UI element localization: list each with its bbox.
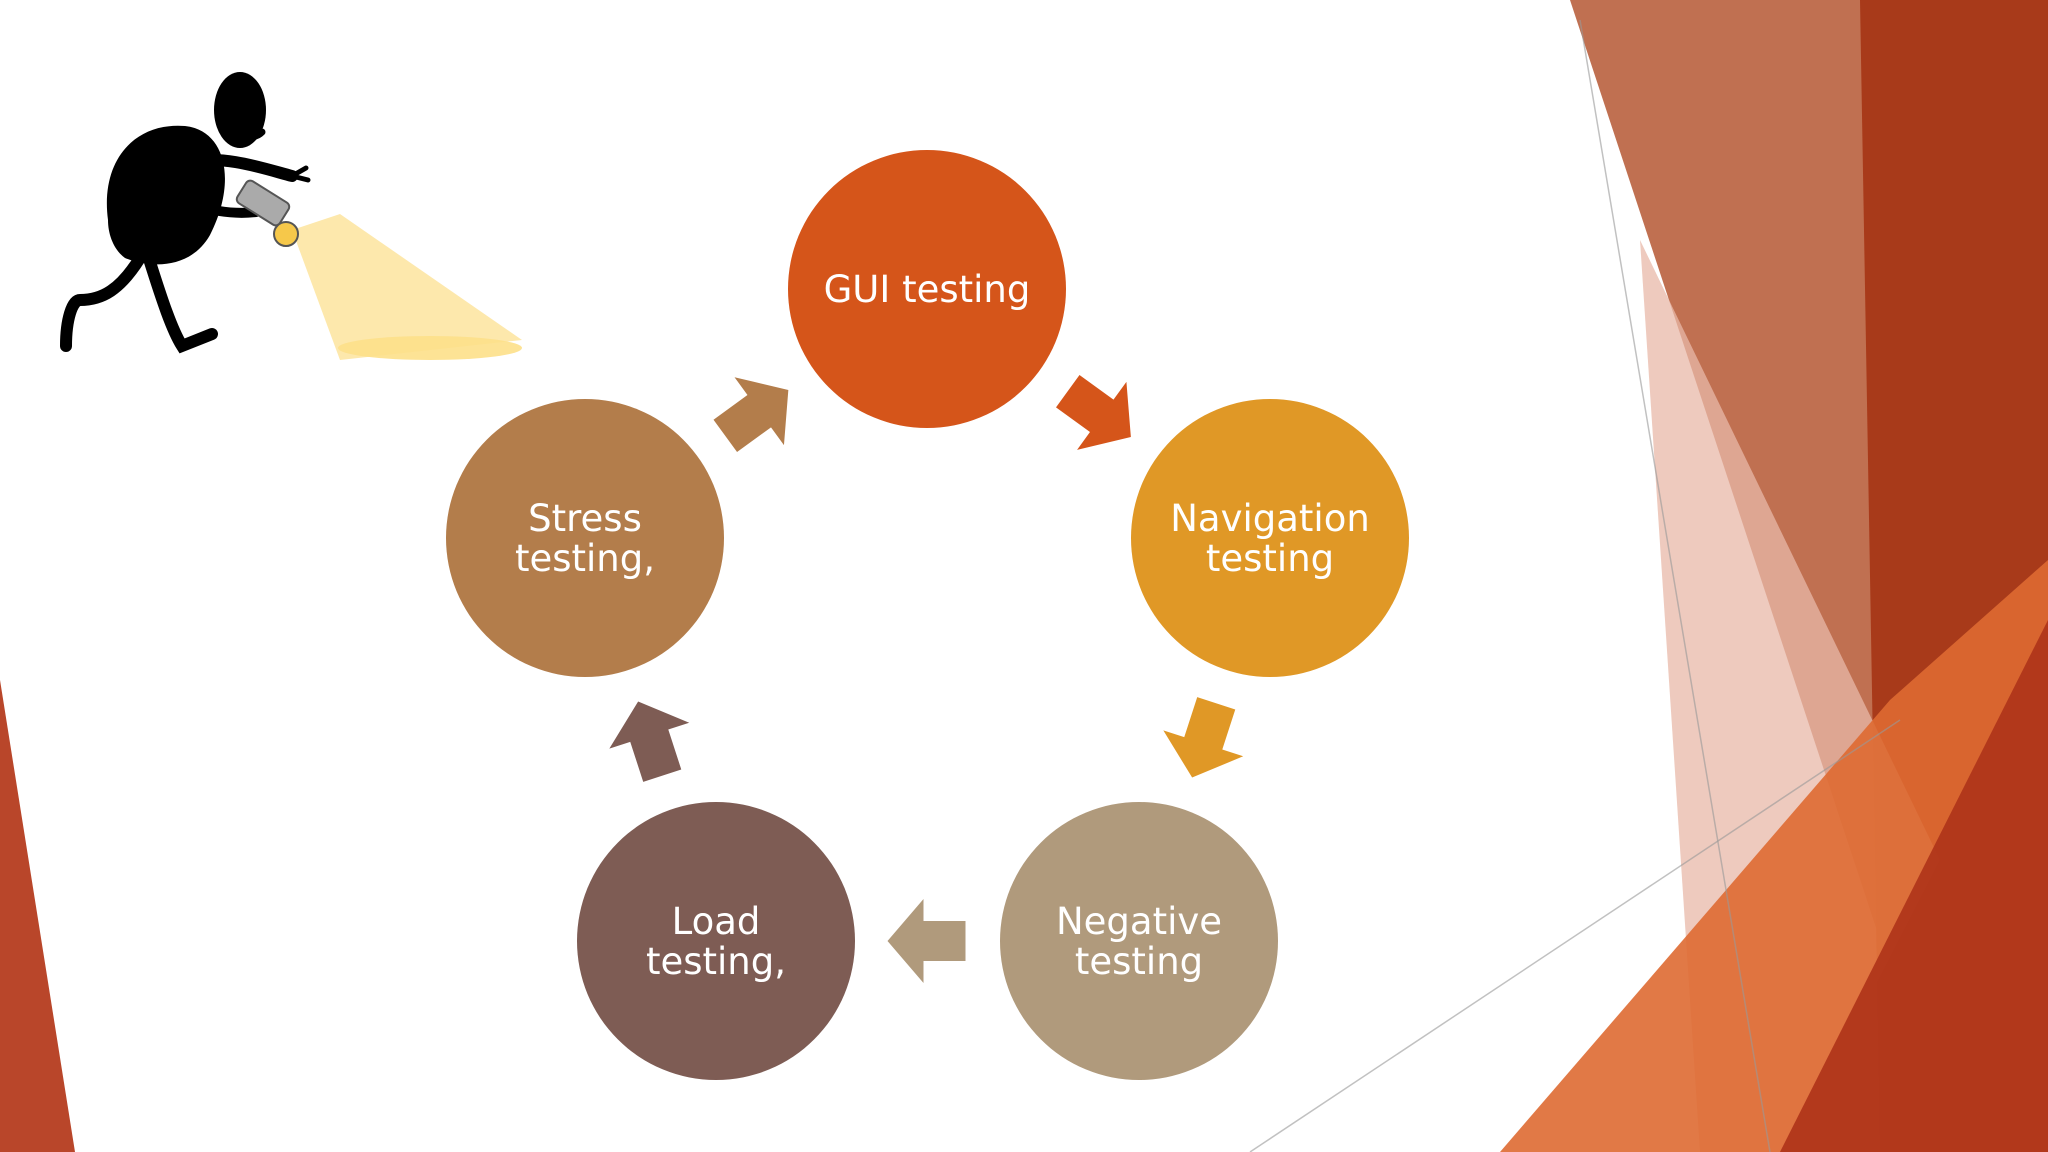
arrow-negative-testing-to-load-testing (887, 899, 966, 983)
left-decoration (0, 680, 75, 1152)
arrow-load-testing-to-stress-testing (609, 701, 690, 782)
cycle-arrows (609, 374, 1244, 983)
right-decoration (1249, 0, 2048, 1152)
cycle-node-circle (788, 150, 1066, 428)
right-facet-red (1780, 620, 2048, 1152)
cycle-node-gui-testing: GUI testing (788, 150, 1066, 428)
cycle-node-label: testing (1206, 537, 1334, 580)
cycle-node-label: Negative (1056, 900, 1222, 943)
arrow-navigation-testing-to-negative-testing (1163, 697, 1244, 778)
arrow-stress-testing-to-gui-testing (713, 377, 789, 453)
person-with-flashlight-icon (60, 72, 522, 360)
cycle-node-label: Navigation (1170, 497, 1370, 540)
cycle-node-label: testing (1075, 940, 1203, 983)
cycle-node-circle (1131, 399, 1409, 677)
arrow-gui-testing-to-navigation-testing (1055, 374, 1131, 450)
cycle-node-circle (577, 802, 855, 1080)
cycle-node-label: testing, (515, 537, 655, 580)
right-thin-line-b (1249, 719, 1901, 1152)
cycle-node-label: GUI testing (824, 268, 1031, 311)
right-thin-line-a (1579, 19, 1771, 1152)
cycle-node-label: testing, (646, 940, 786, 983)
cycle-node-label: Load (672, 900, 761, 943)
cycle-node-label: Stress (528, 497, 642, 540)
cycle-node-circle (446, 399, 724, 677)
cycle-nodes: GUI testingNavigationtestingNegativetest… (446, 150, 1409, 1080)
cycle-node-circle (1000, 802, 1278, 1080)
